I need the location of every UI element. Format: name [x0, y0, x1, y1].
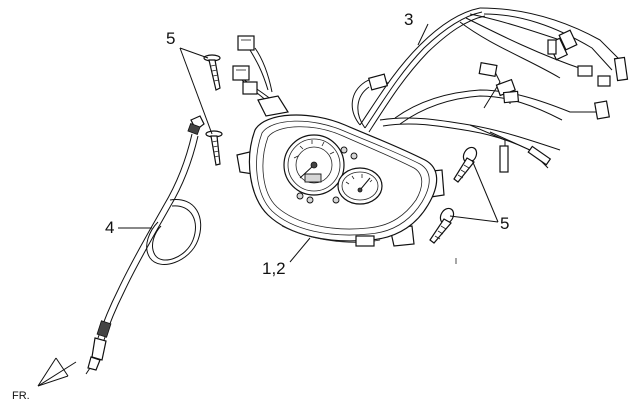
instrument-meter — [236, 95, 445, 247]
screw-right-2 — [429, 207, 455, 244]
screw-top-1 — [203, 54, 221, 91]
speedometer-cable — [85, 115, 205, 375]
leader-lines — [118, 23, 499, 264]
screw-top-2 — [205, 130, 223, 166]
front-direction-arrow-icon — [37, 357, 77, 387]
meter-connectors — [232, 35, 273, 105]
front-direction-label: FR. — [12, 390, 30, 402]
callout-screws-top: 5 — [166, 29, 175, 48]
screw-right-1 — [453, 146, 478, 183]
callout-screws-right: 5 — [500, 214, 509, 233]
callout-wire-harness: 3 — [404, 10, 413, 29]
callout-instrument-meter: 1,2 — [262, 259, 286, 278]
wire-harness — [351, 7, 629, 173]
callout-speedometer-cable: 4 — [105, 218, 114, 237]
